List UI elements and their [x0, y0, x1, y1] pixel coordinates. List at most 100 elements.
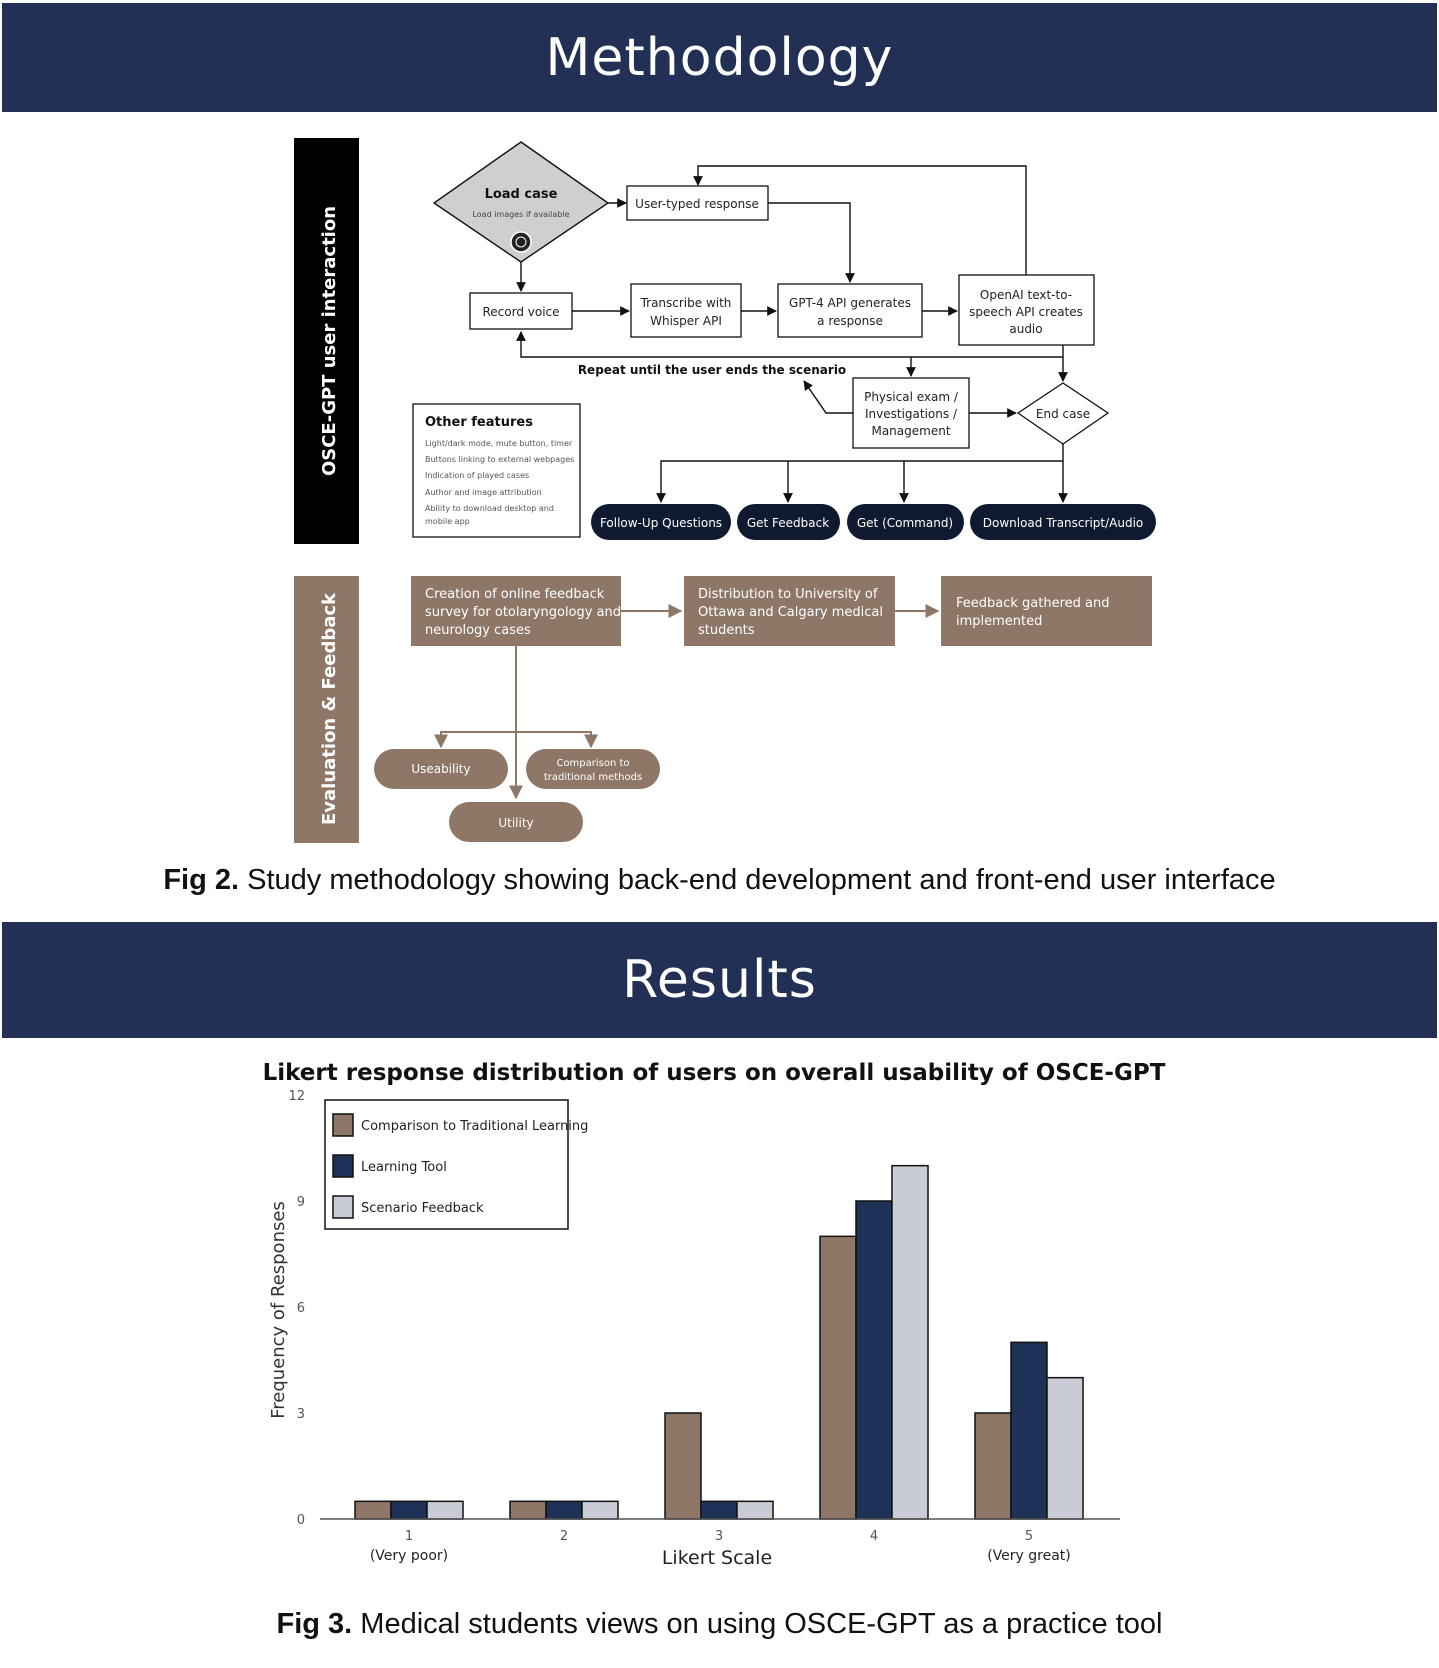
x-tick-sublabel: (Very poor) [370, 1548, 448, 1564]
bar [1010, 1341, 1048, 1520]
bar [700, 1500, 738, 1520]
fig3-text: Medical students views on using OSCE-GPT… [352, 1608, 1163, 1640]
record-voice-box [469, 292, 573, 330]
brain-icon [510, 231, 532, 253]
follow-up-label: Follow-Up Questions [600, 516, 722, 530]
fig2-caption: Fig 2. Study methodology showing back-en… [0, 864, 1439, 897]
bar [819, 1235, 857, 1520]
load-case-sublabel: Load images if available [472, 210, 569, 219]
physical-line3: Management [871, 424, 950, 438]
bar [891, 1164, 929, 1520]
bar [974, 1412, 1012, 1520]
legend-swatch [332, 1154, 354, 1178]
get-feedback-label: Get Feedback [747, 516, 829, 530]
physical-exam-box [852, 377, 970, 449]
legend-swatch [332, 1113, 354, 1137]
other-feature-item: Indication of played cases [425, 471, 529, 480]
fig2-text: Study methodology showing back-end devel… [239, 864, 1276, 896]
transcribe-line1: Transcribe with [640, 296, 732, 310]
get-feedback-pill [737, 504, 840, 540]
bar [509, 1500, 547, 1520]
user-typed-label: User-typed response [635, 197, 759, 211]
eval-fb-line2: implemented [956, 614, 1042, 629]
oval-usability [374, 749, 508, 789]
load-case-diamond [432, 141, 610, 263]
chart-title: Likert response distribution of users on… [263, 1060, 1166, 1086]
eval-survey-line3: neurology cases [425, 623, 531, 638]
eval-survey-line1: Creation of online feedback [425, 587, 605, 602]
bar [581, 1500, 619, 1520]
follow-up-pill [591, 504, 731, 540]
methodology-diagram: OSCE-GPT user interaction Evaluation & F… [294, 138, 1156, 843]
x-tick-label: 1 [405, 1529, 413, 1544]
gpt-line2: a response [817, 314, 883, 328]
other-feature-item: Author and image attribution [425, 488, 542, 497]
physical-line2: Investigations / [865, 407, 958, 421]
fig3-label: Fig 3. [276, 1608, 353, 1640]
eval-dist-line2: Ottawa and Calgary medical [698, 605, 883, 620]
x-tick-sublabel: (Very great) [987, 1548, 1071, 1564]
legend-label: Learning Tool [361, 1160, 447, 1175]
oval-usability-label: Useability [411, 762, 470, 776]
y-tick-label: 3 [297, 1407, 305, 1422]
bar [1046, 1376, 1084, 1520]
bar [855, 1200, 893, 1520]
tts-line2: speech API creates [969, 305, 1083, 319]
x-tick-label: 4 [870, 1529, 878, 1544]
download-pill [970, 504, 1156, 540]
transcribe-line2: Whisper API [650, 314, 722, 328]
bar [426, 1500, 464, 1520]
oval-utility [449, 802, 583, 842]
repeat-label: Repeat until the user ends the scenario [578, 363, 846, 377]
eval-step-feedback [941, 576, 1152, 646]
methodology-title: Methodology [545, 27, 894, 88]
eval-survey-line2: survey for otolaryngology and [425, 605, 621, 620]
other-features-title: Other features [425, 415, 533, 430]
eval-step-distribution [684, 576, 895, 646]
side-label-user-interaction: OSCE-GPT user interaction [319, 206, 340, 476]
oval-comparison-line1: Comparison to [556, 758, 629, 769]
tts-box [958, 274, 1095, 346]
side-bar-user-interaction [294, 138, 359, 544]
oval-utility-label: Utility [498, 816, 533, 830]
bar [664, 1412, 702, 1520]
gpt-line1: GPT-4 API generates [789, 296, 911, 310]
y-tick-label: 12 [288, 1089, 305, 1104]
methodology-banner: Methodology [2, 3, 1437, 112]
results-banner: Results [2, 922, 1437, 1038]
end-case-diamond [1016, 382, 1110, 445]
chart-ylabel: Frequency of Responses [268, 1201, 289, 1419]
legend-label: Scenario Feedback [361, 1201, 484, 1216]
x-tick-label: 3 [715, 1529, 723, 1544]
tts-line3: audio [1009, 322, 1042, 336]
other-feature-item: Ability to download desktop and [425, 504, 554, 513]
bar [736, 1500, 774, 1520]
y-tick-label: 9 [297, 1195, 305, 1210]
record-voice-label: Record voice [482, 305, 559, 319]
side-label-evaluation: Evaluation & Feedback [319, 592, 340, 825]
tts-line1: OpenAI text-to- [980, 288, 1072, 302]
download-label: Download Transcript/Audio [983, 516, 1144, 530]
bar [545, 1500, 583, 1520]
load-case-label: Load case [485, 187, 558, 202]
get-command-pill [847, 504, 964, 540]
x-tick-label: 2 [560, 1529, 568, 1544]
other-features-box [412, 403, 581, 538]
bar [390, 1500, 428, 1520]
oval-comparison-line2: traditional methods [544, 772, 642, 783]
fig2-label: Fig 2. [163, 864, 240, 896]
bar [354, 1500, 392, 1520]
transcribe-box [630, 283, 742, 338]
eval-dist-line1: Distribution to University of [698, 587, 878, 602]
other-feature-item: mobile app [425, 517, 470, 526]
fig3-caption: Fig 3. Medical students views on using O… [0, 1608, 1439, 1641]
eval-step-survey [411, 576, 621, 646]
legend-label: Comparison to Traditional Learning [361, 1119, 588, 1134]
eval-fb-line1: Feedback gathered and [956, 596, 1110, 611]
likert-bar-chart: Likert response distribution of users on… [263, 1060, 1166, 1569]
y-tick-label: 0 [297, 1513, 305, 1528]
physical-line1: Physical exam / [864, 390, 959, 404]
side-bar-evaluation [294, 576, 359, 843]
get-command-label: Get (Command) [857, 516, 953, 530]
user-typed-box [626, 185, 769, 221]
